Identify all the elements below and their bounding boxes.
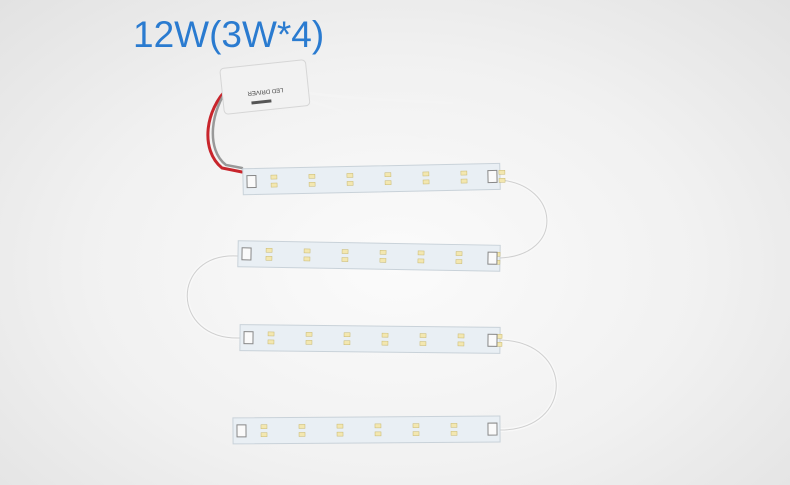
led-chip <box>417 258 425 264</box>
led-chip <box>379 249 387 255</box>
wires <box>185 84 559 432</box>
led-chip <box>267 339 275 345</box>
led-chip <box>343 340 351 346</box>
led-chip <box>381 332 389 338</box>
led-chip <box>308 173 316 179</box>
led-chip <box>260 432 268 437</box>
led-chip <box>346 173 354 178</box>
led-chip <box>267 331 275 337</box>
led-chip <box>341 249 349 254</box>
connector <box>487 333 498 347</box>
led-chip <box>260 424 268 429</box>
led-chip <box>270 174 278 180</box>
led-chip <box>460 170 468 176</box>
led-chip <box>381 340 389 346</box>
led-chip <box>498 169 506 175</box>
led-chip <box>305 340 313 345</box>
led-strip <box>232 415 501 445</box>
led-chip <box>346 181 354 186</box>
led-chip <box>450 431 458 436</box>
led-chip <box>457 333 465 339</box>
led-strip <box>237 240 501 272</box>
led-strip <box>239 324 503 354</box>
led-chip <box>303 256 311 262</box>
connector <box>246 174 257 189</box>
led-chip <box>419 333 427 338</box>
connector <box>487 251 498 265</box>
led-chip <box>460 178 468 184</box>
led-chip <box>270 182 278 188</box>
led-strip <box>242 162 506 196</box>
led-chip <box>457 341 465 347</box>
led-chip <box>265 247 273 253</box>
product-title: 12W(3W*4) <box>133 14 325 55</box>
led-chip <box>298 424 306 429</box>
led-chip <box>305 332 313 337</box>
led-chip <box>308 181 316 187</box>
led-chip <box>419 341 427 346</box>
led-chip <box>265 255 273 261</box>
led-chip <box>341 257 349 262</box>
led-chip <box>336 431 344 437</box>
led-chip <box>422 179 430 185</box>
led-chip <box>298 432 306 437</box>
led-chip <box>384 180 392 186</box>
led-chip <box>379 257 387 263</box>
svg-text:LED DRIVER: LED DRIVER <box>246 86 283 96</box>
connector <box>241 247 252 261</box>
led-chip <box>343 332 351 338</box>
led-chip <box>455 259 463 264</box>
connector <box>243 331 254 345</box>
led-chip <box>374 431 382 437</box>
led-chip <box>455 251 463 256</box>
led-chip <box>422 171 430 177</box>
led-chip <box>450 423 458 428</box>
connector <box>487 422 498 436</box>
led-chip <box>412 431 420 436</box>
connector <box>236 424 247 438</box>
led-chip <box>384 172 392 178</box>
led-chip <box>412 423 420 428</box>
led-chip <box>498 177 506 183</box>
connector <box>487 169 498 184</box>
led-chip <box>336 423 344 429</box>
led-chip <box>417 250 425 256</box>
led-chip <box>374 423 382 429</box>
led-chip <box>303 248 311 254</box>
led-driver: LED DRIVER <box>219 59 311 115</box>
